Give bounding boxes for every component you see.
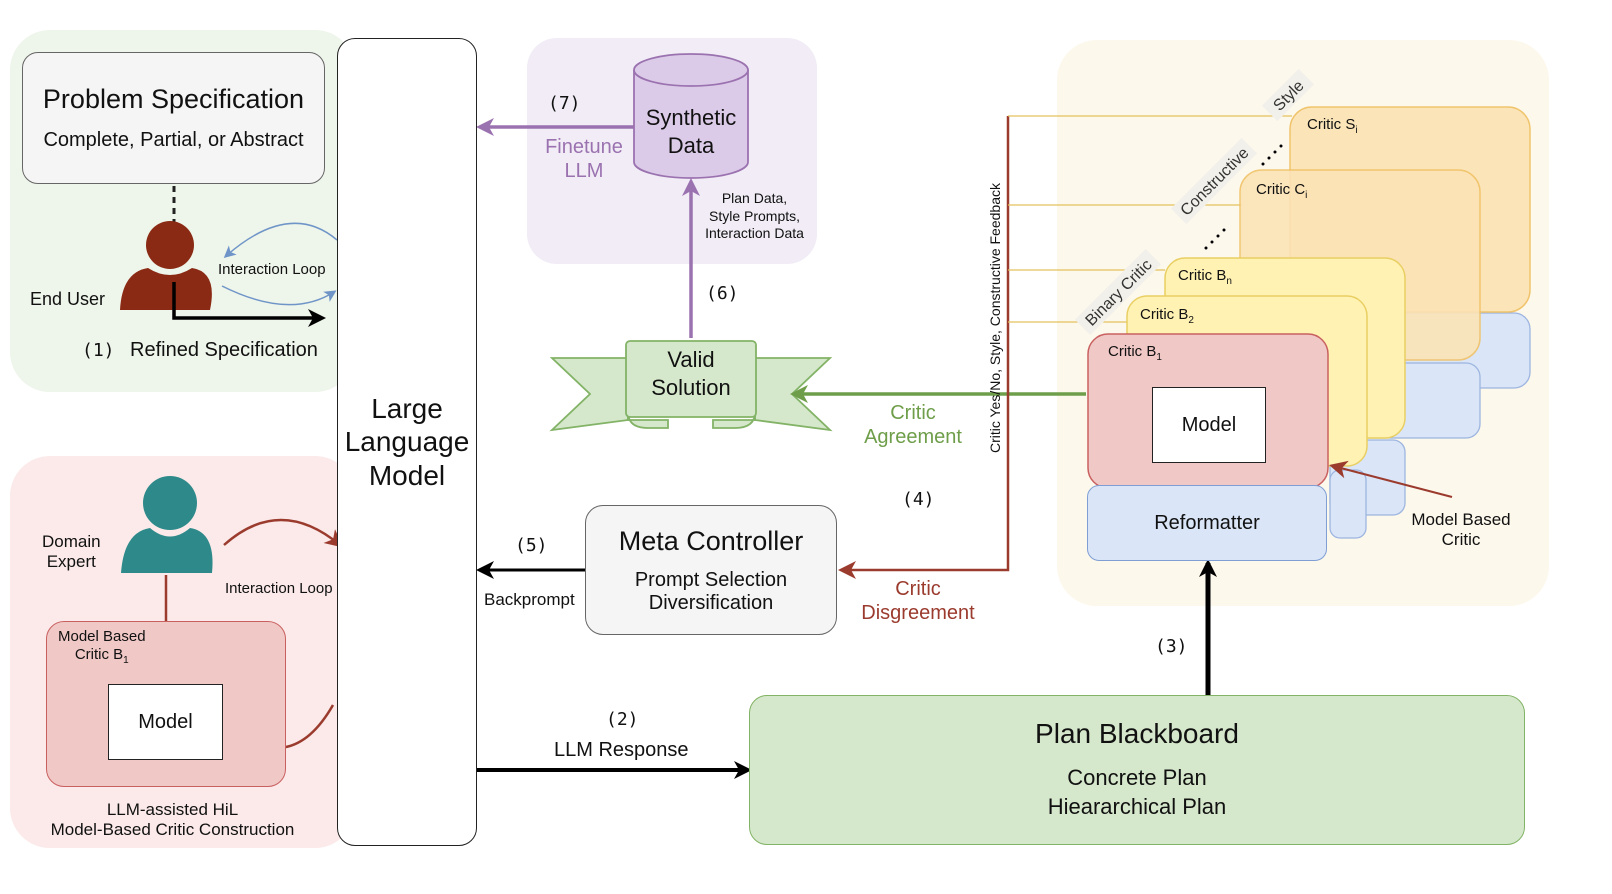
critic-disagreement-line1: Critic	[895, 578, 941, 600]
llm-response-label: LLM Response	[554, 739, 689, 761]
critic-model-label: Model	[1181, 413, 1237, 436]
critic-disagreement-line2: Disgreement	[861, 602, 975, 624]
expert-critic-line1: Model Based	[58, 628, 146, 645]
finetune-label: Finetune LLM	[540, 135, 628, 183]
expert-caption-line1: LLM-assisted HiL	[106, 800, 239, 819]
expert-critic-line2: Critic B1	[74, 646, 129, 666]
meta-controller-box: Meta Controller Prompt Selection Diversi…	[585, 505, 837, 635]
plan-data-line2: Style Prompts,	[708, 207, 801, 224]
valid-solution-line2: Solution	[651, 374, 731, 400]
valid-solution-label: Valid Solution	[626, 346, 756, 401]
problem-spec-title: Problem Specification	[42, 84, 305, 114]
llm-box: Large Language Model	[337, 38, 477, 846]
critic-disagreement-label: Critic Disgreement	[858, 577, 978, 625]
domain-expert-line2: Expert	[46, 552, 96, 572]
synthetic-data-line2: Data	[667, 132, 715, 158]
step-2-label: (2)	[606, 709, 639, 730]
backprompt-label: Backprompt	[484, 590, 575, 609]
llm-line3: Model	[368, 459, 446, 491]
model-based-line1: Model Based	[1411, 510, 1511, 529]
domain-expert-line1: Domain	[42, 532, 101, 551]
end-user-label: End User	[30, 289, 106, 309]
expert-caption: LLM-assisted HiL Model-Based Critic Cons…	[40, 800, 305, 841]
plan-blackboard-box: Plan Blackboard Concrete Plan Hieararchi…	[749, 695, 1525, 845]
finetune-line1: Finetune	[545, 136, 623, 158]
blackboard-title: Plan Blackboard	[1035, 718, 1239, 750]
critic-c-label: Critic Ci	[1256, 181, 1308, 201]
critic-disagreement-arrow	[838, 116, 1010, 579]
plan-data-line1: Plan Data,	[721, 190, 788, 206]
llm-line2: Language	[344, 426, 470, 458]
blackboard-line2: Hieararchical Plan	[1047, 794, 1227, 819]
critic-bn-label: Critic Bn	[1178, 267, 1232, 287]
refined-spec-label: Refined Specification	[130, 339, 318, 361]
valid-solution-ribbon	[549, 340, 833, 432]
expert-caption-line2: Model-Based Critic Construction	[50, 820, 295, 840]
user-loop-arrow-top	[223, 222, 338, 258]
reformatter-label: Reformatter	[1154, 511, 1260, 534]
model-based-line2: Critic	[1441, 530, 1481, 550]
model-based-critic-label: Model Based Critic	[1405, 510, 1517, 551]
finetune-line2: LLM	[564, 160, 604, 182]
critic-agreement-line1: Critic	[890, 402, 936, 424]
critic-agreement-label: Critic Agreement	[858, 401, 968, 449]
synthetic-data-cylinder	[633, 53, 749, 179]
llm-line1: Large	[371, 392, 443, 424]
expert-model-box: Model	[108, 684, 223, 760]
meta-controller-line2: Diversification	[648, 591, 774, 614]
user-loop-arrow-bottom	[221, 285, 337, 306]
expert-critic-label: Model Based Critic B1	[58, 628, 146, 667]
step-7-label: (7)	[548, 93, 581, 114]
synthetic-data-label: Synthetic Data	[634, 104, 748, 159]
valid-solution-line1: Valid	[667, 347, 715, 372]
domain-expert-icon	[121, 476, 213, 573]
problem-spec-box: Problem Specification Complete, Partial,…	[22, 52, 325, 184]
plan-data-line3: Interaction Data	[705, 225, 804, 241]
critic-model-box: Model	[1152, 387, 1266, 463]
model-based-critic-pointer	[1329, 460, 1453, 498]
critic-b2-label: Critic B2	[1140, 306, 1194, 326]
plan-data-label: Plan Data, Style Prompts, Interaction Da…	[697, 190, 812, 243]
feedback-label: Critic Yes/No, Style, Constructive Feedb…	[987, 182, 1003, 453]
critic-agreement-line2: Agreement	[864, 426, 962, 448]
expert-loop-arrow-top	[223, 518, 344, 548]
step-3-label: (3)	[1155, 636, 1188, 657]
reformatter-box: Reformatter	[1087, 485, 1327, 561]
step-5-label: (5)	[515, 535, 548, 556]
critic-ellipsis-dots	[1204, 144, 1283, 250]
domain-expert-label: Domain Expert	[42, 532, 101, 573]
end-user-icon	[120, 221, 212, 310]
refined-spec-arrow	[172, 282, 326, 327]
problem-spec-subtitle: Complete, Partial, or Abstract	[43, 129, 304, 151]
critic-s-label: Critic Si	[1307, 116, 1358, 136]
expert-model-label: Model	[138, 710, 193, 733]
step-1-label: (1)	[82, 340, 115, 361]
user-loop-label: Interaction Loop	[218, 261, 326, 278]
meta-controller-line1: Prompt Selection	[634, 568, 788, 591]
expert-loop-label: Interaction Loop	[225, 580, 333, 597]
synthetic-data-line1: Synthetic	[645, 105, 737, 130]
critic-b1-label: Critic B1	[1108, 343, 1162, 363]
blackboard-line1: Concrete Plan	[1067, 765, 1207, 791]
step-4-label: (4)	[902, 489, 935, 510]
meta-controller-title: Meta Controller	[618, 525, 804, 556]
step-6-label: (6)	[706, 283, 739, 304]
